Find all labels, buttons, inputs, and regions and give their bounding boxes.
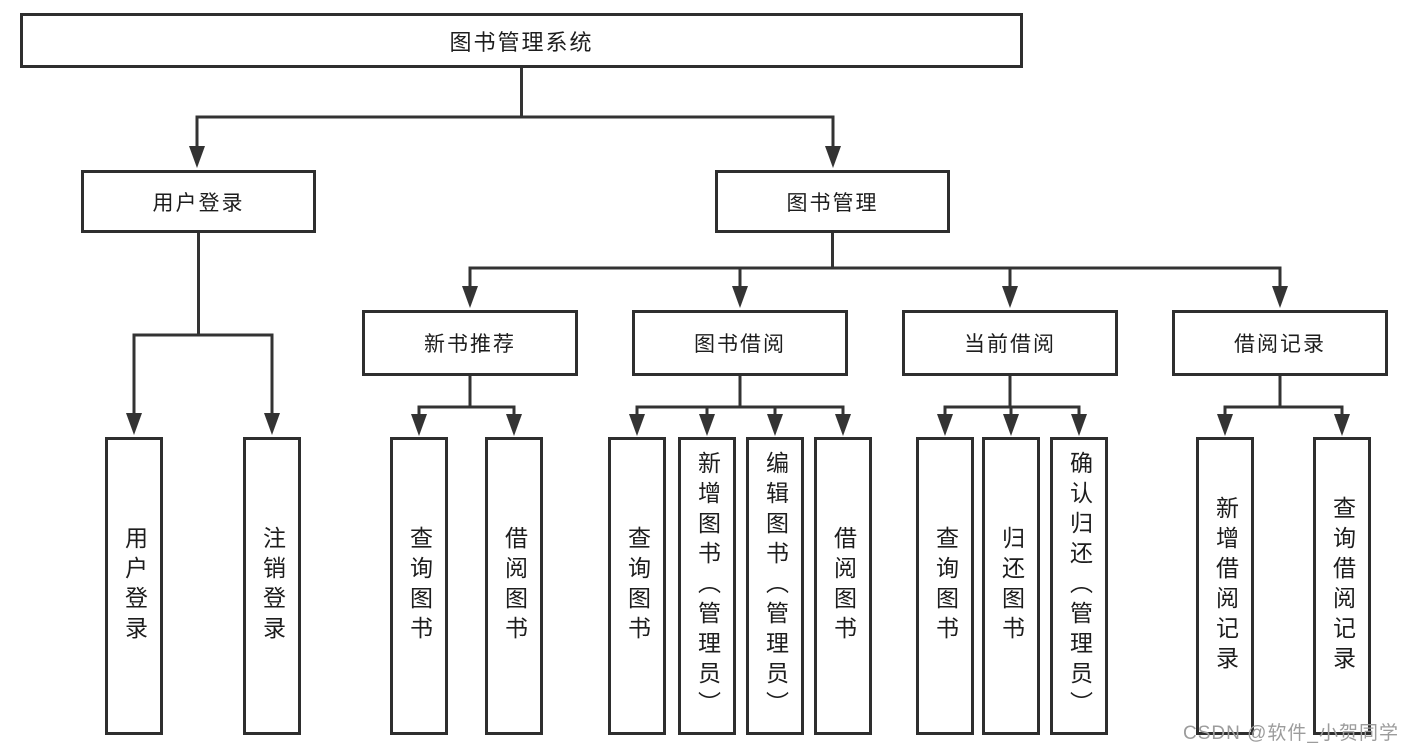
node-user-login: 用户登录 [81,170,316,233]
node-borrow-records: 借阅记录 [1172,310,1388,376]
connector-new-book-group [411,376,522,436]
node-new-book-recommend: 新书推荐 [362,310,578,376]
leaf-query-borrow-record: 查询借阅记录 [1313,437,1371,735]
connector-current-borrow-group [937,376,1087,436]
node-label: 图书借阅 [694,333,786,356]
leaf-confirm-return-admin: 确认归还（管理员） [1050,437,1108,735]
leaf-label: 借阅图书 [830,526,857,646]
leaf-label: 查询图书 [624,526,651,646]
connector-book-management-to-groups [462,233,1288,308]
node-label: 借阅记录 [1234,333,1326,356]
leaf-query-books-borrow: 查询图书 [608,437,666,735]
leaf-query-books-recommend: 查询图书 [390,437,448,735]
node-label: 当前借阅 [964,333,1056,356]
csdn-watermark: CSDN @软件_小贺同学 [1183,723,1399,744]
connector-root-to-level2 [189,68,841,168]
leaf-label: 查询图书 [932,526,959,646]
leaf-label: 新增图书（管理员） [694,451,721,721]
node-book-borrow: 图书借阅 [632,310,848,376]
connector-borrow-record-group [1217,376,1350,436]
leaf-label: 用户登录 [121,526,148,646]
leaf-label: 确认归还（管理员） [1066,451,1093,721]
leaf-return-books: 归还图书 [982,437,1040,735]
leaf-label: 借阅图书 [501,526,528,646]
node-label: 图书管理系统 [449,29,594,55]
connector-book-borrow-group [629,376,851,436]
leaf-label: 编辑图书（管理员） [762,451,789,721]
node-label: 图书管理 [786,191,879,215]
leaf-label: 查询图书 [406,526,433,646]
leaf-user-login: 用户登录 [105,437,163,735]
node-book-management: 图书管理 [715,170,950,233]
leaf-add-borrow-record: 新增借阅记录 [1196,437,1254,735]
node-current-borrow: 当前借阅 [902,310,1118,376]
node-label: 新书推荐 [424,333,516,356]
node-label: 用户登录 [152,191,245,215]
leaf-label: 新增借阅记录 [1212,496,1239,676]
node-library-management-system: 图书管理系统 [20,13,1023,68]
leaf-label: 归还图书 [998,526,1025,646]
leaf-label: 注销登录 [259,526,286,646]
leaf-borrow-books-recommend: 借阅图书 [485,437,543,735]
leaf-logout: 注销登录 [243,437,301,735]
leaf-borrow-books: 借阅图书 [814,437,872,735]
leaf-label: 查询借阅记录 [1329,496,1356,676]
leaf-query-books-current: 查询图书 [916,437,974,735]
connector-user-login-subtree [126,233,280,435]
leaf-add-books-admin: 新增图书（管理员） [678,437,736,735]
leaf-edit-books-admin: 编辑图书（管理员） [746,437,804,735]
